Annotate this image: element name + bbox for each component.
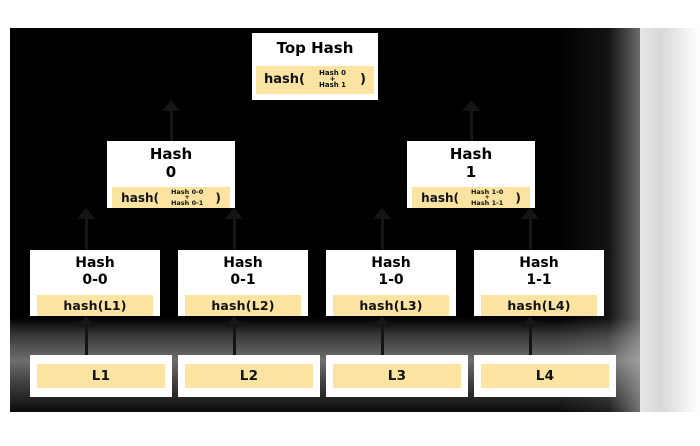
hash-close-paren: ) (215, 190, 221, 205)
edge-h10-to-h1 (381, 216, 384, 250)
hash-arg-line-1: Hash 1-0 (470, 187, 504, 196)
edge-h01-to-h0 (233, 216, 236, 250)
data-block-l1-label: L1 (37, 364, 165, 388)
edge-h11-to-h1 (529, 216, 532, 250)
node-hash-0-0-value: hash(L1) (37, 295, 153, 316)
node-hash-0-1-value: hash(L2) (185, 295, 301, 316)
edge-head-d2-to-h01 (225, 316, 243, 327)
node-hash-0-1-title: Hash 0-1 (223, 255, 263, 288)
edge-head-h00-to-h0 (77, 208, 95, 219)
node-hash-1[interactable]: Hash 1 hash( Hash 1-0 + Hash 1-1 ) (407, 141, 535, 208)
data-block-l4-label: L4 (481, 364, 609, 388)
hash-close-paren: ) (515, 190, 521, 205)
hash-open-paren: hash( (421, 190, 459, 205)
edge-d3-to-h10 (381, 323, 384, 355)
edge-d4-to-h11 (529, 323, 532, 355)
node-hash-1-1-title: Hash 1-1 (519, 255, 559, 288)
hash-arg-plus: + (329, 75, 336, 84)
node-hash-1-0-value: hash(L3) (333, 295, 449, 316)
edge-head-h01-to-h0 (225, 208, 243, 219)
hash-argument: Hash 0 + Hash 1 (319, 70, 346, 89)
hash-argument: Hash 1-0 + Hash 1-1 (471, 189, 503, 207)
hash-argument: Hash 0-0 + Hash 0-1 (171, 189, 203, 207)
node-hash-1-1[interactable]: Hash 1-1 hash(L4) (474, 250, 604, 316)
data-block-l3-label: L3 (333, 364, 461, 388)
edge-head-d1-to-h00 (77, 316, 95, 327)
edge-head-h10-to-h1 (373, 208, 391, 219)
edge-head-h0-to-top (162, 100, 180, 111)
node-hash-0-title: Hash 0 (149, 145, 193, 181)
node-hash-1-1-value: hash(L4) (481, 295, 597, 316)
edge-head-d3-to-h10 (373, 316, 391, 327)
node-data-block-l2[interactable]: L2 (178, 355, 320, 397)
node-data-block-l4[interactable]: L4 (474, 355, 616, 397)
node-hash-0-0-title: Hash 0-0 (75, 255, 115, 288)
hash-arg-line-2: Hash 1 (318, 81, 347, 90)
node-data-block-l1[interactable]: L1 (30, 355, 172, 397)
hash-arg-line-2: Hash 1-1 (470, 199, 504, 208)
edge-d1-to-h00 (85, 323, 88, 355)
node-hash-1-0-title: Hash 1-0 (371, 255, 411, 288)
hash-arg-line-1: Hash 0-0 (170, 187, 204, 196)
node-top-hash-formula: hash( Hash 0 + Hash 1 ) (256, 65, 374, 94)
data-block-l2-label: L2 (185, 364, 313, 388)
edge-h1-to-top (470, 108, 473, 141)
node-hash-1-0[interactable]: Hash 1-0 hash(L3) (326, 250, 456, 316)
edge-d2-to-h01 (233, 323, 236, 355)
edge-h00-to-h0 (85, 216, 88, 250)
hash-close-paren: ) (360, 72, 366, 88)
hash-open-paren: hash( (264, 72, 305, 88)
node-data-block-l3[interactable]: L3 (326, 355, 468, 397)
edge-head-d4-to-h11 (521, 316, 539, 327)
node-hash-0[interactable]: Hash 0 hash( Hash 0-0 + Hash 0-1 ) (107, 141, 235, 208)
edge-head-h11-to-h1 (521, 208, 539, 219)
node-hash-0-formula: hash( Hash 0-0 + Hash 0-1 ) (112, 187, 230, 208)
diagram-canvas: Top Hash hash( Hash 0 + Hash 1 ) Hash 0 … (10, 28, 640, 412)
hash-open-paren: hash( (121, 190, 159, 205)
node-hash-1-title: Hash 1 (449, 145, 493, 181)
node-hash-0-1[interactable]: Hash 0-1 hash(L2) (178, 250, 308, 316)
edge-h0-to-top (170, 108, 173, 141)
node-top-hash-title: Top Hash (276, 39, 354, 57)
hash-arg-plus: + (184, 193, 190, 202)
hash-arg-plus: + (484, 193, 490, 202)
node-hash-1-formula: hash( Hash 1-0 + Hash 1-1 ) (412, 187, 530, 208)
edge-head-h1-to-top (462, 100, 480, 111)
hash-arg-line-2: Hash 0-1 (170, 199, 204, 208)
node-hash-0-0[interactable]: Hash 0-0 hash(L1) (30, 250, 160, 316)
node-top-hash[interactable]: Top Hash hash( Hash 0 + Hash 1 ) (252, 33, 378, 100)
hash-arg-line-1: Hash 0 (318, 69, 347, 78)
